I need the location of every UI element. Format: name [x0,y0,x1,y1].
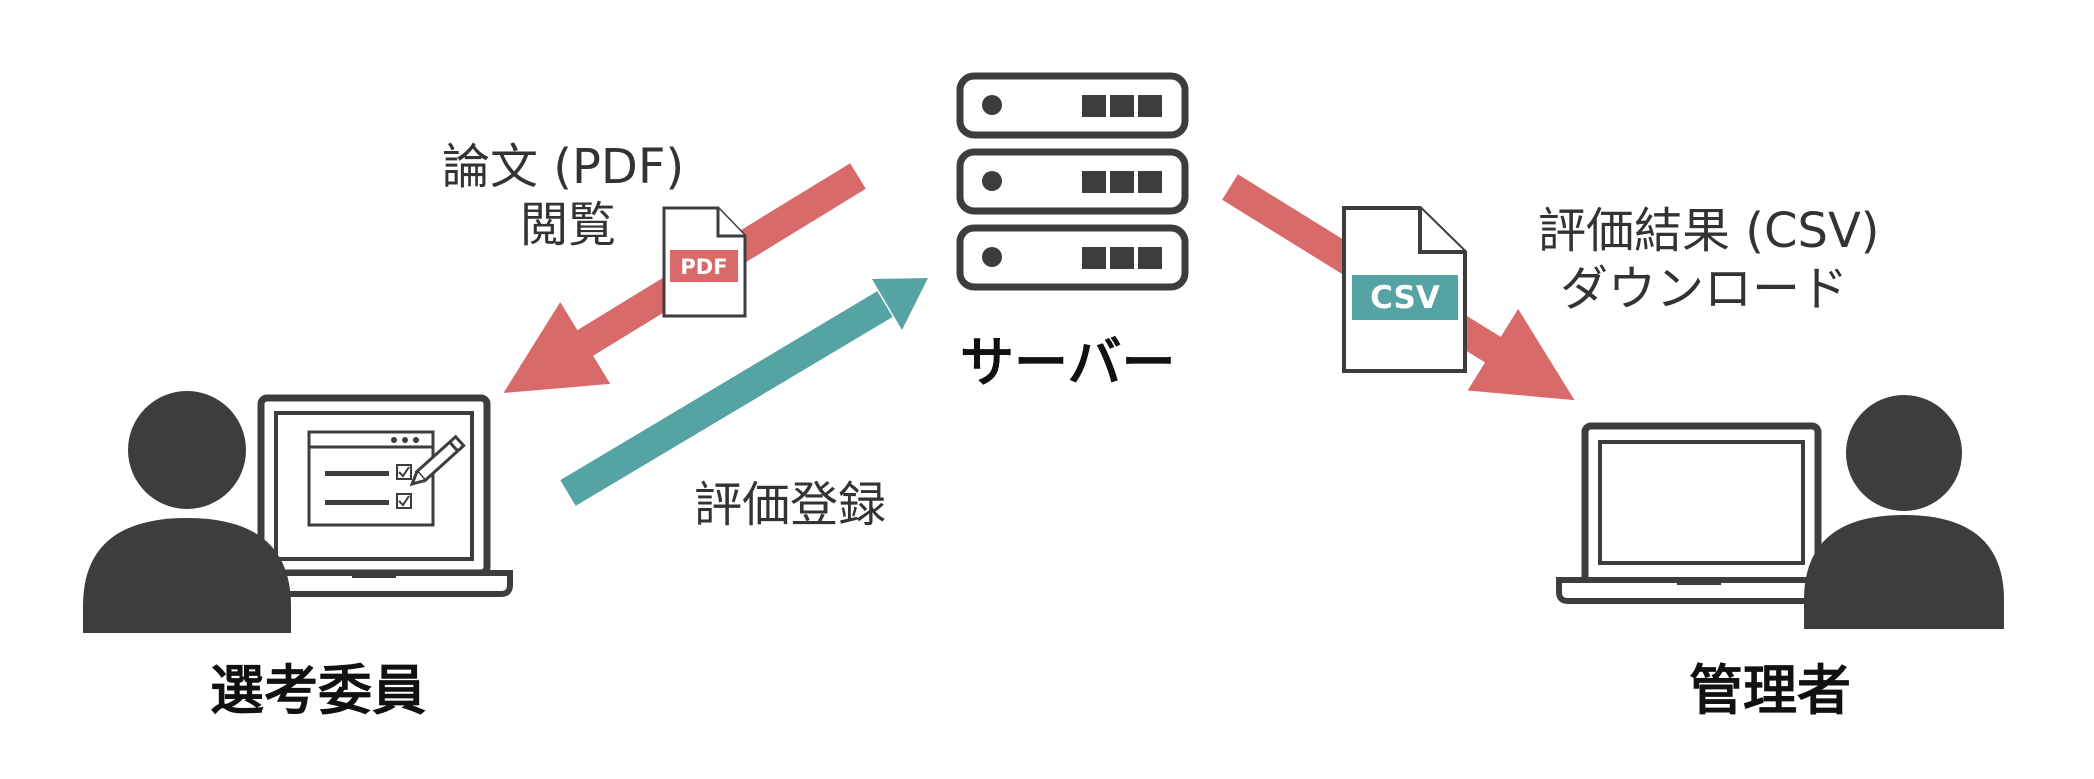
form-pencil-icon [307,430,466,527]
register-arrow [560,278,928,506]
server-label: サーバー [960,331,1176,394]
admin-label: 管理者 [1689,659,1851,722]
server-unit [956,72,1189,139]
server-unit [956,148,1189,215]
csv-label-line1: 評価結果 (CSV) [1538,203,1880,259]
server-rack-icon [956,72,1189,291]
csv-label-line2: ダウンロード [1560,261,1849,317]
csv-file-icon: CSV [1342,206,1467,373]
pdf-badge [670,250,738,282]
admin-laptop-icon [1556,422,1843,604]
register-label: 評価登録 [694,477,887,533]
pencil-icon [409,434,466,487]
reviewer-person-icon [83,391,291,633]
csv-badge-text: CSV [1370,280,1440,316]
pdf-badge-text: PDF [680,255,727,279]
pdf-view-label-line1: 論文 (PDF) [442,139,685,195]
admin-person-icon [1804,395,2004,629]
server-unit [956,224,1189,291]
reviewer-label: 選考委員 [210,659,426,722]
csv-badge [1352,275,1458,320]
pdf-view-label-line2: 閲覧 [520,197,617,253]
pdf-file-icon: PDF [662,206,747,318]
